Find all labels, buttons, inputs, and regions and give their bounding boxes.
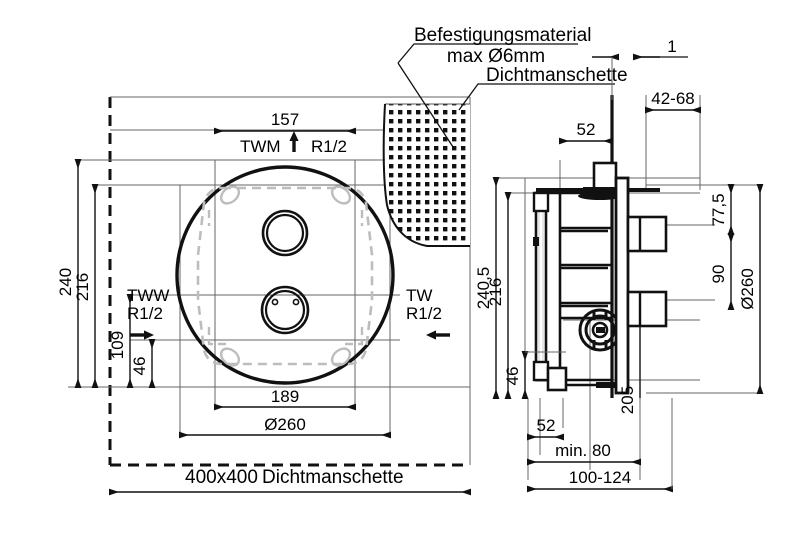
dimension-42-68: 42-68 — [645, 89, 701, 114]
internal-body-hidden — [196, 186, 374, 366]
tw-thread-label: R1/2 — [406, 304, 442, 323]
twm-label: TWM — [240, 137, 281, 156]
dimension-diameter-260-front-label: Ø260 — [264, 415, 306, 434]
port-label-twm: TWM R1/2 — [240, 131, 347, 156]
tw-arrow-left-icon — [426, 330, 450, 340]
dimension-100-124: 100-124 — [527, 398, 673, 493]
dimension-216: 216 — [73, 184, 99, 388]
twm-arrow-up-icon — [289, 131, 299, 152]
dimension-diameter-260-side: Ø260 — [738, 184, 764, 394]
dimension-46-side: 46 — [503, 351, 566, 399]
dimension-52-bottom-label: 52 — [537, 416, 556, 435]
dimension-min-80-label: min. 80 — [555, 441, 611, 460]
dimension-240-5: 240,5 — [474, 177, 500, 399]
dimension-240-5-label: 240,5 — [474, 267, 493, 310]
sealing-sleeve-bottom-label: Dichtmanschette — [262, 467, 404, 488]
dimension-100-124-label: 100-124 — [569, 468, 631, 487]
twm-thread-label: R1/2 — [311, 137, 347, 156]
outlet-stub-upper — [626, 215, 668, 253]
dimension-216-label: 216 — [73, 273, 92, 301]
fastening-material-mesh — [382, 103, 470, 247]
dimension-90-label: 90 — [709, 265, 728, 284]
dimension-109: 109 — [108, 294, 134, 388]
mounting-tabs-hidden — [207, 185, 364, 367]
dimension-400x400: 400x400 Dichtmanschette — [109, 467, 471, 496]
lower-port-ring — [260, 285, 310, 335]
callout-sealing-sleeve: Dichtmanschette — [458, 65, 628, 111]
sealing-sleeve-callout-label: Dichtmanschette — [486, 65, 628, 86]
wall-flange-plate — [614, 176, 630, 395]
dimension-189-label: 189 — [271, 387, 299, 406]
sealing-sleeve-outline — [108, 97, 470, 467]
tww-label: TWW — [127, 286, 169, 305]
callout-fastening-material: Befestigungsmaterial max Ø6mm — [397, 25, 591, 151]
dimension-109-label: 109 — [108, 331, 127, 359]
dimension-1-wall: 1 — [592, 37, 688, 100]
fastening-material-line2: max Ø6mm — [447, 46, 545, 67]
fastening-material-line1: Befestigungsmaterial — [414, 25, 591, 46]
dimension-216-side-label: 216 — [486, 278, 505, 306]
unit-body-circle — [175, 165, 395, 385]
dimension-400x400-label: 400x400 — [185, 467, 258, 488]
tw-label: TW — [406, 286, 432, 305]
dimension-77-5: 77,5 — [709, 184, 735, 235]
port-label-tw: TW R1/2 — [406, 286, 450, 340]
dimension-46-front: 46 — [130, 339, 156, 388]
top-stub-fitting — [536, 161, 660, 200]
dimension-52-top-label: 52 — [577, 120, 596, 139]
dimension-240: 240 — [56, 159, 82, 388]
dimension-90: 90 — [709, 233, 735, 310]
side-section-view: 52 1 42-68 240,5 216 46 — [474, 37, 764, 493]
dimension-46-front-label: 46 — [130, 357, 149, 376]
dimension-min-80: min. 80 — [527, 441, 641, 466]
dimension-157: 157 — [214, 110, 356, 135]
dimension-52-top: 52 — [559, 120, 613, 145]
lower-stub — [546, 366, 618, 392]
dimension-77-5-label: 77,5 — [709, 193, 728, 226]
dimension-189: 189 — [214, 387, 356, 411]
front-plate — [532, 191, 550, 382]
dimension-diameter-260-side-label: Ø260 — [738, 268, 757, 310]
dimension-42-68-label: 42-68 — [651, 89, 694, 108]
port-label-tww: TWW R1/2 — [127, 286, 169, 340]
dimension-205-label: 205 — [618, 386, 637, 414]
dimension-157-label: 157 — [271, 110, 299, 129]
valve-body — [578, 308, 622, 352]
outlet-stub-lower — [626, 290, 668, 328]
dimension-240-label: 240 — [56, 268, 75, 296]
dimension-46-side-label: 46 — [503, 367, 522, 386]
dimension-1-wall-label: 1 — [667, 37, 676, 56]
tww-arrow-right-icon — [130, 330, 154, 340]
dimension-52-bottom: 52 — [527, 416, 564, 441]
tww-thread-label: R1/2 — [127, 304, 163, 323]
dimension-216-side: 216 — [486, 192, 512, 399]
front-view: 240 216 109 46 157 189 Ø260 — [56, 25, 628, 496]
upper-port-ring — [261, 209, 309, 257]
dimension-diameter-260-front: Ø260 — [179, 415, 391, 439]
internal-ribs — [560, 226, 612, 320]
dimension-205: 205 — [618, 300, 641, 414]
